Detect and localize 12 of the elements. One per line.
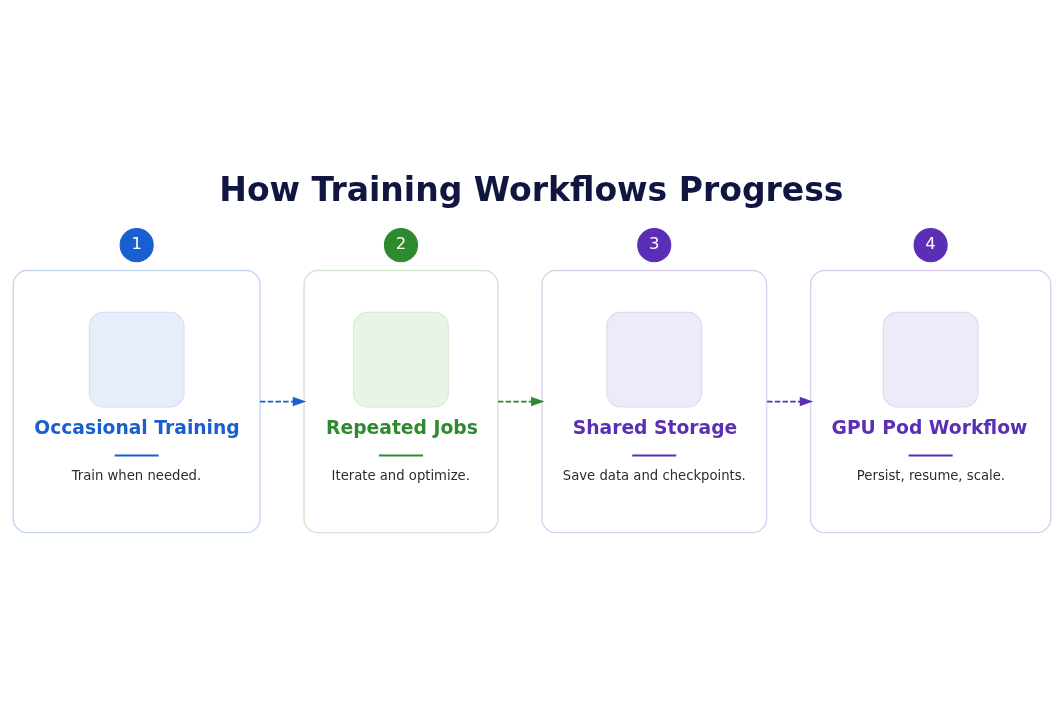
arrow <box>497 396 545 407</box>
node-box: Occasional Training Train when needed. <box>12 269 261 534</box>
diagram-title: How Training Workflows Progress <box>219 170 844 210</box>
node-circle: 2 <box>383 228 419 263</box>
node-box: GPU Pod Workflow Persist, resume, scale. <box>809 269 1052 534</box>
arrow <box>259 396 307 407</box>
node-circle: 3 <box>637 228 672 263</box>
node-circle: 4 <box>913 228 948 263</box>
node-box: Shared Storage Save data and checkpoints. <box>541 269 768 534</box>
arrow <box>766 396 814 407</box>
node-circle: 1 <box>119 228 154 263</box>
node-box: Repeated Jobs Iterate and optimize. <box>303 269 499 534</box>
